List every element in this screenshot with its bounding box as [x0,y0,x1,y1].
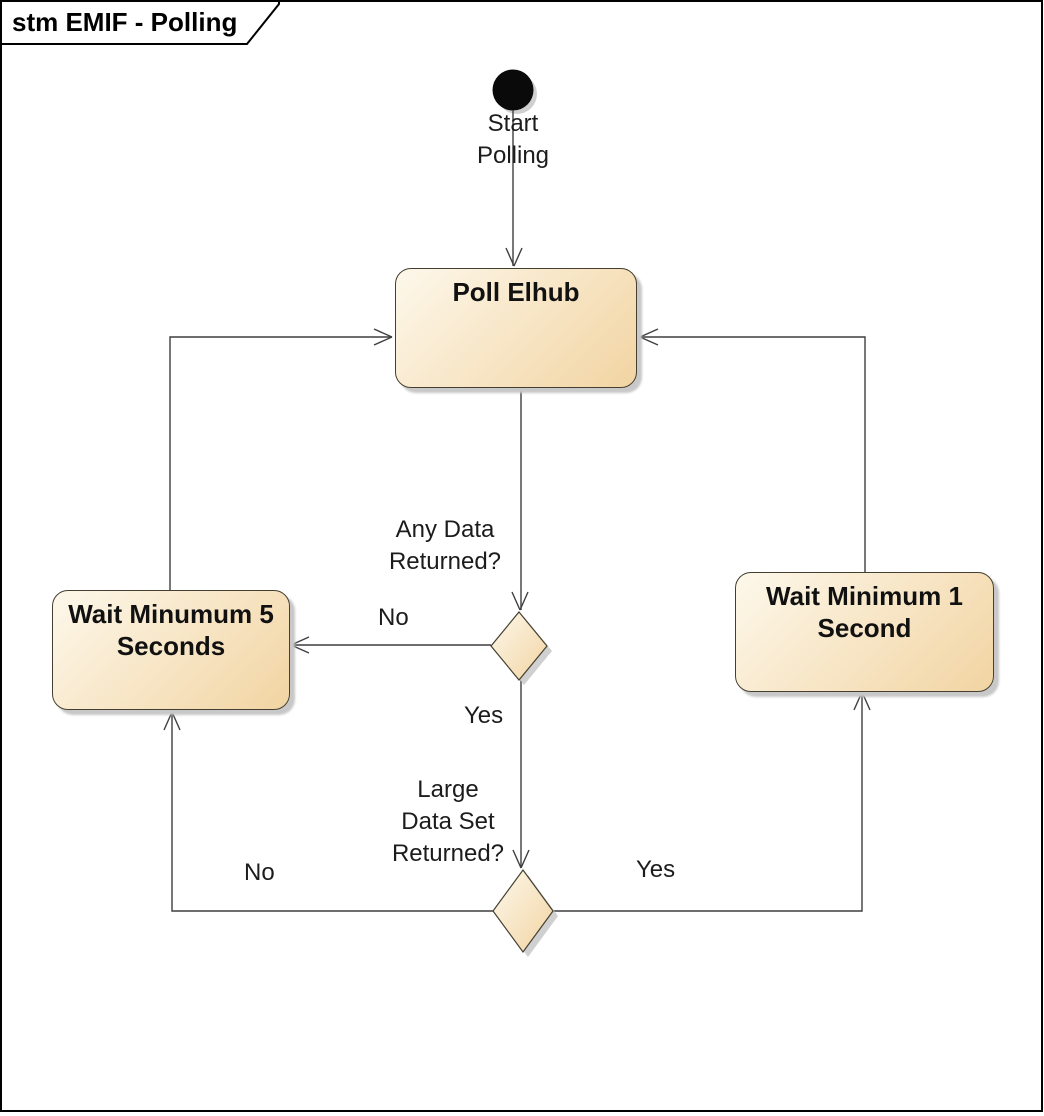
decision-any-data-question: Any Data Returned? [388,516,502,575]
edge-wait5-to-poll [169,336,392,590]
start-node-initial-state [492,69,534,111]
edge-wait1-to-poll [640,336,866,572]
diagram-title: stm EMIF - Polling [12,7,238,37]
node-wait-minimum-1-second-label: Wait Minimum 1 Second [766,581,963,643]
arrowhead-into-poll-top [505,247,523,267]
edge-label-any-data-yes: Yes [464,702,504,729]
node-poll-elhub-label: Poll Elhub [452,277,580,307]
node-poll-elhub: Poll Elhub [395,268,637,388]
edge-label-large-data-no: No [244,859,275,886]
diagram-title-tab [0,0,280,45]
arrowhead-into-poll-left [373,328,393,346]
node-wait-minimum-5-seconds-label: Wait Minumum 5 Seconds [68,599,274,661]
start-node-label: Start Polling [476,110,550,169]
arrowhead-into-wait1-bottom [853,691,871,711]
arrowhead-into-decision2 [512,849,530,869]
node-wait-minimum-5-seconds: Wait Minumum 5 Seconds [52,590,290,710]
arrowhead-into-decision1 [511,591,529,611]
edge-decision2-no-to-wait5 [171,712,493,912]
arrowhead-into-wait5-right [290,636,310,654]
node-wait-minimum-1-second: Wait Minimum 1 Second [735,572,994,692]
arrowhead-into-wait5-bottom [163,711,181,731]
arrowhead-into-poll-right [639,328,659,346]
edge-decision2-yes-to-wait1 [553,692,863,912]
decision-any-data-diamond [490,611,548,681]
decision-large-data-diamond [492,868,554,954]
decision-large-data-question: Large Data Set Returned? [391,776,505,867]
edge-label-large-data-yes: Yes [636,856,676,883]
edge-label-any-data-no: No [378,604,409,631]
